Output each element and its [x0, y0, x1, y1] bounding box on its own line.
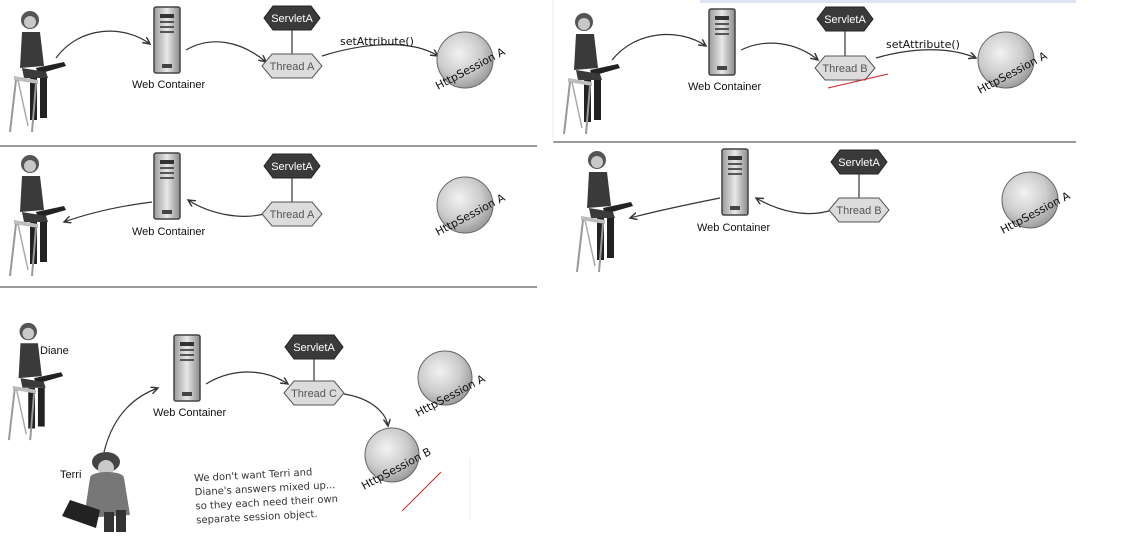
servlet-label: ServletA	[838, 157, 880, 169]
servlet-label: ServletA	[293, 342, 335, 354]
panel-5: Diane Terri Web Container ServletA Threa…	[7, 321, 488, 532]
handwritten-note: We don't want Terri and Diane's answers …	[194, 467, 338, 526]
web-container-icon	[721, 148, 749, 216]
servlet-hexagon	[263, 5, 321, 31]
servlet-label: ServletA	[271, 13, 313, 25]
web-container-icon	[153, 6, 181, 74]
servlet-label: ServletA	[824, 14, 866, 26]
user-diane-icon	[7, 321, 65, 442]
note-line-4: separate session object.	[196, 509, 318, 526]
thread-hexagon	[283, 380, 345, 406]
web-container-label: Web Container	[153, 407, 227, 419]
thread-label: Thread C	[291, 388, 337, 400]
session-sphere	[436, 176, 494, 234]
thread-hexagon	[814, 55, 876, 81]
web-container-icon	[153, 152, 181, 220]
session-sphere	[436, 31, 494, 89]
session-sphere	[1001, 171, 1059, 229]
highlight-bar	[700, 0, 1076, 3]
user-icon	[563, 12, 621, 135]
thread-label: Thread B	[836, 205, 881, 217]
servlet-hexagon	[263, 153, 321, 179]
user-terri-icon	[62, 452, 130, 532]
panel-2: Web Container ServletA Thread B setAttri…	[563, 6, 1050, 135]
session-b-sphere	[364, 427, 420, 483]
red-underline	[401, 471, 442, 512]
thread-hexagon	[261, 201, 323, 227]
servlet-label: ServletA	[271, 161, 313, 173]
web-container-icon	[708, 8, 736, 76]
session-a-sphere	[417, 350, 473, 406]
user-2-label: Terri	[60, 469, 81, 481]
web-container-label: Web Container	[688, 81, 762, 93]
servlet-hexagon	[816, 6, 874, 32]
thread-hexagon	[261, 53, 323, 79]
session-sphere	[977, 31, 1035, 89]
user-icon	[9, 10, 67, 133]
red-underline	[827, 73, 889, 89]
servlet-hexagon	[830, 149, 888, 175]
web-container-label: Web Container	[697, 222, 771, 234]
web-container-label: Web Container	[132, 226, 206, 238]
web-container-label: Web Container	[132, 79, 206, 91]
user-1-label: Diane	[40, 345, 69, 357]
thread-label: Thread A	[270, 61, 315, 73]
user-icon	[9, 154, 67, 277]
call-label: setAttribute()	[340, 35, 414, 48]
panel-3: Web Container ServletA Thread A HttpSess…	[9, 152, 508, 277]
web-container-icon	[173, 334, 201, 402]
thread-hexagon	[828, 197, 890, 223]
panel-1: Web Container ServletA Thread A setAttri…	[9, 5, 508, 133]
thread-label: Thread B	[822, 63, 867, 75]
thread-label: Thread A	[270, 209, 315, 221]
panel-4: Web Container ServletA Thread B HttpSess…	[576, 148, 1073, 273]
servlet-hexagon	[284, 334, 344, 360]
user-icon	[576, 150, 634, 273]
call-label: setAttribute()	[886, 38, 960, 51]
